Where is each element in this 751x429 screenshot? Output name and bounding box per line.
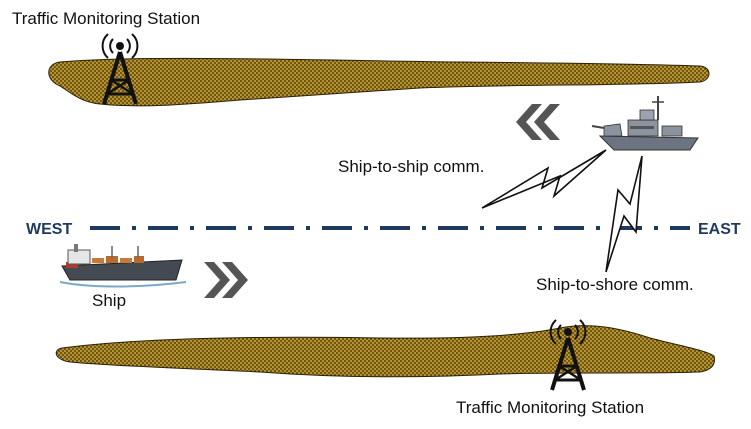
warship-icon [591,96,699,151]
ship-label: Ship [92,291,126,310]
east-direction-arrow-icon [204,262,248,298]
west-direction-arrow-icon [516,104,560,140]
ship-to-shore-lightning-icon [605,155,643,273]
ship-to-ship-label: Ship-to-ship comm. [338,157,484,176]
top-station-label: Traffic Monitoring Station [12,9,200,28]
ship-to-ship-lightning-icon [481,149,607,209]
west-label: WEST [26,221,72,238]
top-landmass [48,57,710,107]
bottom-station-label: Traffic Monitoring Station [456,398,644,417]
top-radio-tower-icon [101,33,139,105]
bottom-radio-tower-icon [549,319,587,391]
cargo-ship-icon [59,244,187,288]
east-label: EAST [698,221,741,238]
ship-to-shore-label: Ship-to-shore comm. [536,275,694,294]
bottom-landmass [55,325,715,378]
